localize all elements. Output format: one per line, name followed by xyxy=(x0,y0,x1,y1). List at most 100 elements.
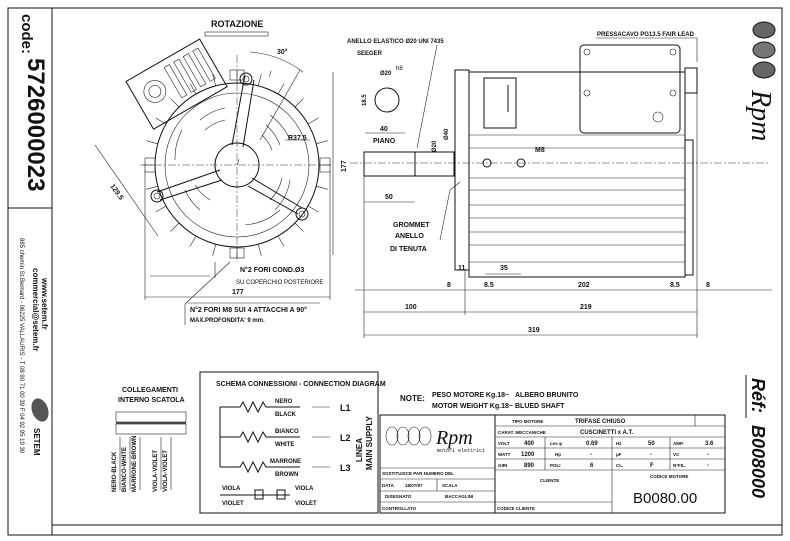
ref-label: Réf: xyxy=(748,378,768,413)
title-logo-text: Rpm xyxy=(435,427,473,449)
scale-label: SCALA xyxy=(442,483,458,488)
mech-value: CUSCINETTI x A.T. xyxy=(580,430,633,436)
wires-value: - xyxy=(707,463,709,469)
code-value: 5726000023 xyxy=(22,58,49,191)
vent-slots xyxy=(174,107,291,226)
phase-l2: BIANCO WHITE L2 xyxy=(220,429,351,448)
angle-arc xyxy=(249,51,304,73)
connections-subtitle: INTERNO SCATOLA xyxy=(118,397,185,404)
designer-value: BACCAGLINI xyxy=(445,494,473,499)
website[interactable]: www.setem.fr xyxy=(40,277,49,330)
wire-label: NERO-BLACK xyxy=(112,451,118,492)
cooling-fin xyxy=(155,117,167,125)
wire-label: VIOLA-VIOLET xyxy=(163,450,169,492)
shaft-d40: Ø40 xyxy=(444,128,450,140)
wire-en: BROWN xyxy=(275,472,298,478)
body-fins xyxy=(469,134,685,263)
poles-value: 6 xyxy=(590,463,594,469)
mounting-spokes xyxy=(156,74,303,215)
uf-label: μF xyxy=(616,452,622,457)
section-dia: Ø20 xyxy=(380,71,392,77)
dim-8-5-right: 8.5 xyxy=(670,282,680,289)
violet-it-right: VIOLA xyxy=(295,486,314,492)
designer-label: DISEGNATO xyxy=(385,494,412,499)
watt-label: WATT xyxy=(498,452,511,457)
cooling-fin xyxy=(316,140,328,145)
side-dimensions: 11 35 8 8.5 202 8.5 8 100 219 319 xyxy=(355,93,772,338)
thermal-protector: VIOLA VIOLET VIOLA VIOLET xyxy=(220,486,317,507)
shaft-d20: Ø20 xyxy=(432,140,438,152)
cooling-fin xyxy=(307,205,319,213)
amp-value: 3.6 xyxy=(705,441,714,447)
setem-logo-icon: SETEM xyxy=(31,398,49,456)
wire-en: WHITE xyxy=(275,442,294,448)
weight-it: PESO MOTORE Kg.18~ xyxy=(432,392,509,399)
supply-label: LINEA xyxy=(355,438,364,462)
flat-length-dim: 40 xyxy=(380,126,388,133)
title-logo-sub: motori elettrici xyxy=(437,448,485,454)
motor-type-value: TRIFASE CHIUSO xyxy=(575,419,626,425)
cos-label: cos φ xyxy=(550,441,563,446)
side-terminal-box xyxy=(579,44,681,134)
shaft-it: ALBERO BRUNITO xyxy=(515,392,579,399)
grommet-label-3: DI TENUTA xyxy=(390,246,427,253)
diagonal-dim: 129.5 xyxy=(108,183,124,201)
front-flange xyxy=(454,69,470,271)
ref-value: B008000 xyxy=(748,425,768,498)
shaft-length-dim: 50 xyxy=(385,194,393,201)
poles-label: POLI xyxy=(550,463,561,468)
motor-code-value: B0080.00 xyxy=(633,490,697,507)
phase-label: L3 xyxy=(340,463,351,473)
code-label: code: xyxy=(18,14,35,54)
title-rpm-logo: Rpm motori elettrici xyxy=(385,426,485,454)
cooling-fin xyxy=(277,235,285,247)
violet-en-right: VIOLET xyxy=(295,501,317,507)
rpm-value: 890 xyxy=(524,463,535,469)
wire-it: BIANCO xyxy=(275,429,299,435)
key-height-dim: 18.5 xyxy=(362,94,368,106)
code-box: code: 5726000023 xyxy=(7,7,53,209)
phase-label: L1 xyxy=(340,403,351,413)
connections-title: COLLEGAMENTI xyxy=(122,387,178,394)
rotation-title: ROTAZIONE xyxy=(211,19,263,29)
date-value: 18/07/97 xyxy=(405,483,423,488)
dim-8-5-left: 8.5 xyxy=(484,282,494,289)
dim-35: 35 xyxy=(500,265,508,272)
wires-label: N°FIL. xyxy=(673,463,686,468)
sheet-border xyxy=(7,7,783,536)
motor-type-label: TIPO MOTORE xyxy=(512,419,543,424)
dim-8-right: 8 xyxy=(706,282,710,289)
hz-label: Hz xyxy=(616,441,622,446)
phase-l3: MARRONE BROWN L3 xyxy=(220,459,351,478)
terminal-box xyxy=(125,38,228,130)
class-label: CL. xyxy=(616,463,623,468)
cooling-fin xyxy=(170,222,180,232)
checked-label: CONTROLLATO xyxy=(382,506,417,511)
rpm-logo-vertical: Rpm xyxy=(745,21,776,141)
supply-label-2: MAIN SUPPLY xyxy=(365,415,374,470)
dim-8-left: 8 xyxy=(447,282,451,289)
email[interactable]: commercial@setem.fr xyxy=(31,268,40,351)
dim-219: 219 xyxy=(580,304,592,311)
cooling-fin xyxy=(146,140,158,145)
schema-title: SCHEMA CONNESSIONI - CONNECTION DIAGRAM xyxy=(216,381,386,388)
fairlead-label: PRESSACAVO PG13.5 FAIR LEAD xyxy=(597,32,695,38)
shaft-section xyxy=(374,87,400,113)
dim-202: 202 xyxy=(578,282,590,289)
dim-319: 319 xyxy=(528,327,540,334)
cooling-fins xyxy=(236,66,274,166)
client-label: CLIENTE xyxy=(540,478,559,483)
flat-label: PIANO xyxy=(373,138,396,145)
cos-value: 0.69 xyxy=(586,441,598,447)
mech-label: CARAT. MECCANICHE xyxy=(498,430,546,435)
m8-label: M8 xyxy=(535,147,545,154)
violet-en-left: VIOLET xyxy=(222,501,244,507)
rotation-arrow xyxy=(204,31,269,37)
uf-value: - xyxy=(650,452,652,458)
grommet-label-2: ANELLO xyxy=(395,233,424,240)
radius-label: R37.5 xyxy=(288,135,307,142)
side-view: ANELLO ELASTICO Ø20 UNI 7435 SEEGER Ø20 … xyxy=(347,32,772,338)
cooling-fin xyxy=(294,98,304,108)
motor-code-label: CODICE MOTORE xyxy=(650,474,688,479)
